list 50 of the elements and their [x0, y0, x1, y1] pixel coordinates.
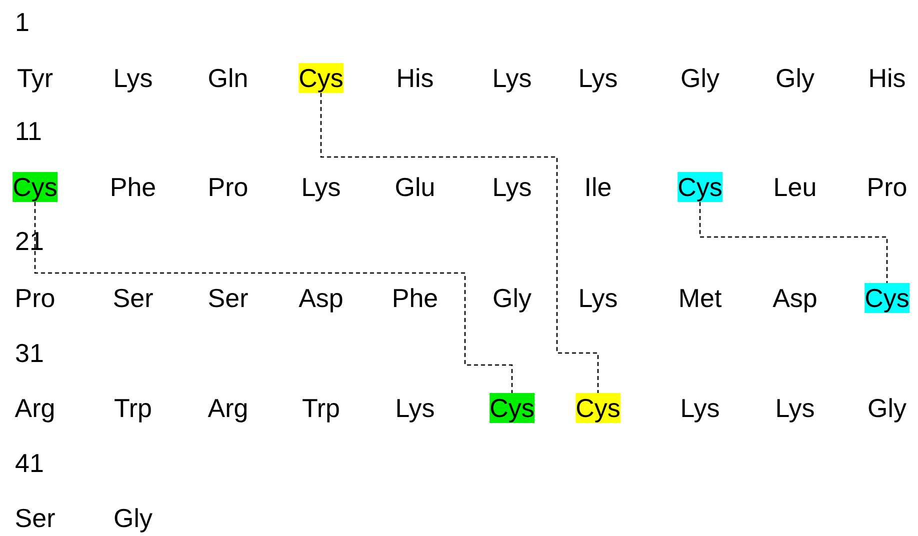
residue-label: Arg — [14, 393, 56, 423]
position-number: 11 — [15, 116, 42, 146]
residue-label: Gly — [492, 283, 532, 313]
highlighted-residue: Cys — [576, 393, 620, 423]
residue-label: Ser — [208, 283, 248, 313]
residue-label: Asp — [298, 283, 344, 313]
residue-label: His — [868, 63, 906, 93]
residue-label: Arg — [208, 393, 248, 423]
highlighted-residue: Cys — [490, 393, 534, 423]
residue-label: Asp — [772, 283, 818, 313]
residue-label: Ser — [112, 283, 154, 313]
dashed-connector — [699, 202, 888, 283]
residue-label: Gly — [868, 393, 906, 423]
residue-label: Trp — [114, 393, 152, 423]
position-number: 1 — [15, 7, 30, 37]
residue-label: Ile — [584, 172, 612, 202]
position-number: 21 — [15, 226, 44, 256]
residue-label: Gly — [680, 63, 720, 93]
residue-label: Lys — [680, 393, 720, 423]
residue-label: Trp — [302, 393, 340, 423]
residue-label: Gly — [776, 63, 814, 93]
residue-label: Lys — [578, 283, 618, 313]
highlighted-residue: Cys — [864, 283, 910, 313]
residue-label: Lys — [775, 393, 815, 423]
position-number: 41 — [15, 448, 44, 478]
dashed-connector — [320, 93, 599, 393]
highlighted-residue: Cys — [298, 63, 344, 93]
residue-label: Pro — [14, 283, 56, 313]
residue-label: Lys — [301, 172, 341, 202]
residue-label: Lys — [578, 63, 618, 93]
residue-label: Lys — [492, 63, 532, 93]
position-number: 31 — [15, 338, 44, 368]
residue-label: Tyr — [16, 63, 54, 93]
residue-label: Glu — [394, 172, 436, 202]
residue-label: Phe — [110, 172, 156, 202]
residue-label: Lys — [492, 172, 532, 202]
residue-label: Gln — [208, 63, 248, 93]
residue-label: Lys — [395, 393, 435, 423]
residue-label: Phe — [392, 283, 438, 313]
residue-label: Leu — [773, 172, 817, 202]
residue-label: Ser — [14, 503, 56, 533]
residue-label: Met — [678, 283, 722, 313]
dashed-connector — [34, 202, 513, 393]
residue-label: Gly — [114, 503, 152, 533]
residue-label: Pro — [866, 172, 908, 202]
residue-label: Pro — [208, 172, 248, 202]
residue-label: Lys — [113, 63, 153, 93]
highlighted-residue: Cys — [12, 172, 58, 202]
highlighted-residue: Cys — [678, 172, 722, 202]
residue-label: His — [396, 63, 434, 93]
